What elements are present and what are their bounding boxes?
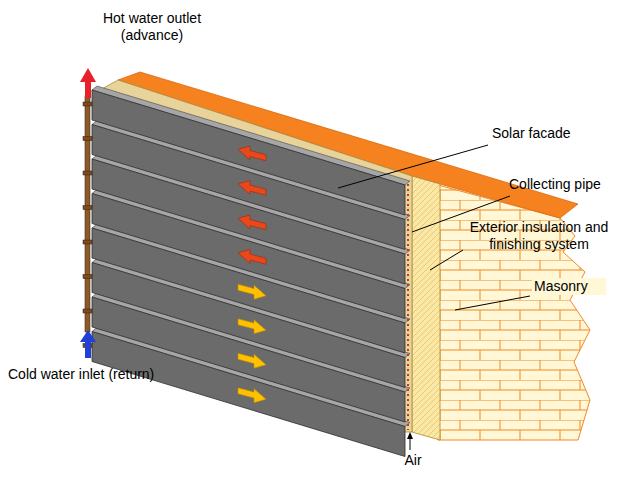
- pipe-fitting: [83, 171, 92, 175]
- flow-arrow: [238, 284, 266, 299]
- flow-arrow: [238, 215, 266, 230]
- callout-label: Hot water outlet (advance): [85, 10, 219, 44]
- air-arrow: [407, 432, 413, 450]
- pipe-fitting: [83, 137, 92, 141]
- flow-arrow: [238, 388, 266, 403]
- callout-label: Exterior insulation and finishing system: [462, 219, 616, 253]
- callout-label: Collecting pipe: [507, 176, 626, 193]
- collecting-pipe: [407, 184, 409, 430]
- hot-water-arrow: [80, 68, 96, 98]
- cold-water-arrow: [80, 330, 96, 358]
- callout-label: Masonry: [532, 278, 606, 295]
- pipe-fitting: [83, 206, 92, 210]
- panel-group: [92, 86, 410, 457]
- flow-arrow: [238, 249, 266, 264]
- leader-line: [455, 296, 530, 310]
- flow-arrow: [238, 180, 266, 195]
- solar-panel: [92, 332, 405, 457]
- pipe-fitting: [83, 240, 92, 244]
- pipe-fitting: [83, 309, 92, 313]
- flow-arrow: [238, 319, 266, 334]
- pipe-fitting: [83, 102, 92, 106]
- insulation-layer: [412, 176, 440, 440]
- flow-arrow: [238, 353, 266, 368]
- pipe-fitting: [83, 275, 92, 279]
- callout-label: Cold water inlet (return): [6, 366, 210, 383]
- distribution-pipe: [85, 96, 90, 332]
- pipe-fittings: [83, 102, 92, 348]
- leader-line: [430, 250, 463, 270]
- callout-label: Air: [396, 452, 430, 469]
- leader-line: [338, 145, 488, 188]
- callout-label: Solar facade: [490, 125, 604, 142]
- flow-arrow: [238, 146, 266, 161]
